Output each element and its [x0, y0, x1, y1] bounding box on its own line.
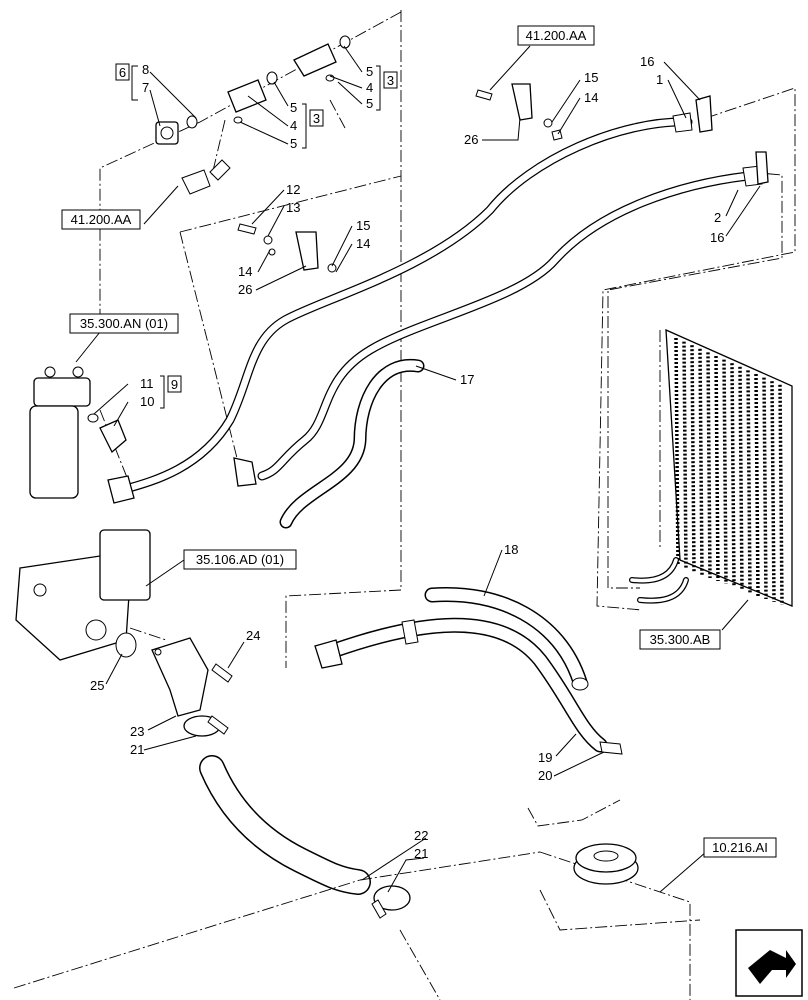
svg-text:10.216.AI: 10.216.AI: [712, 840, 768, 855]
kit-box-3-top: 3: [383, 71, 398, 89]
callout-22: 22: [414, 828, 428, 843]
hose-19: [314, 617, 608, 753]
callout-26b: 26: [238, 282, 252, 297]
cooler-fin: [746, 370, 752, 594]
svg-text:9: 9: [171, 377, 178, 392]
callout-5c: 5: [290, 100, 297, 115]
ref-35300ab[interactable]: 35.300.AB: [639, 629, 721, 650]
callout-7: 7: [142, 80, 149, 95]
hose-18: [424, 586, 589, 691]
svg-text:6: 6: [119, 65, 126, 80]
callout-12: 12: [286, 182, 300, 197]
callout-2: 2: [714, 210, 721, 225]
callout-15b: 15: [356, 218, 370, 233]
callout-13: 13: [286, 200, 300, 215]
cooler-fin: [722, 359, 728, 585]
svg-text:35.300.AN (01): 35.300.AN (01): [80, 316, 168, 331]
fittings-top: [155, 35, 351, 195]
kit-box-6: 6: [115, 63, 130, 81]
callout-21a: 21: [130, 742, 144, 757]
leader-lines: [75, 45, 761, 893]
callout-5a: 5: [366, 64, 373, 79]
callout-14c: 14: [238, 264, 252, 279]
cooler-fin: [730, 363, 736, 588]
callout-10: 10: [140, 394, 154, 409]
callout-21b: 21: [414, 846, 428, 861]
callout-14b: 14: [356, 236, 370, 251]
svg-text:3: 3: [387, 73, 394, 88]
ref-35106ad[interactable]: 35.106.AD (01): [183, 549, 297, 570]
callout-1: 1: [656, 72, 663, 87]
callout-17: 17: [460, 372, 474, 387]
hose-17: [279, 358, 425, 529]
cooler-fin: [682, 341, 688, 570]
cooler-fin: [762, 377, 768, 600]
hydraulic-tank: [13, 843, 701, 1000]
callout-24: 24: [246, 628, 260, 643]
callout-14a: 14: [584, 90, 598, 105]
filter-assembly: [29, 366, 127, 499]
ref-35300an[interactable]: 35.300.AN (01): [69, 313, 179, 334]
hose-22: [199, 755, 371, 895]
kit-box-3-mid: 3: [309, 109, 324, 127]
callout-numbers: 8 7 5 4 5 5 4 5 15 14 26 16 1 2 16 12 13…: [90, 54, 724, 861]
cooler-fin: [706, 352, 712, 579]
cooler-fin: [698, 348, 704, 576]
pump-assembly: [15, 529, 233, 737]
oil-cooler: [629, 328, 793, 607]
clamp-21-lower: [371, 885, 411, 919]
callout-19: 19: [538, 750, 552, 765]
callout-11: 11: [140, 376, 154, 391]
callout-23: 23: [130, 724, 144, 739]
callout-16b: 16: [710, 230, 724, 245]
svg-text:35.300.AB: 35.300.AB: [650, 632, 711, 647]
callout-20: 20: [538, 768, 552, 783]
fitting-16: [695, 95, 769, 185]
ref-10216ai[interactable]: 10.216.AI: [703, 837, 777, 858]
kit-box-9: 9: [167, 375, 182, 393]
clamp-26-mid: [237, 223, 337, 273]
clamp-26-top: [475, 83, 563, 141]
svg-text:35.106.AD (01): 35.106.AD (01): [196, 552, 284, 567]
callout-26a: 26: [464, 132, 478, 147]
callout-4a: 4: [366, 80, 373, 95]
cooler-fin: [738, 366, 744, 591]
fitting-20: [599, 741, 623, 755]
cooler-fin: [690, 345, 696, 573]
dashed-group-lines: [99, 10, 796, 827]
cooler-fin: [714, 355, 720, 582]
ref-41200aa-top[interactable]: 41.200.AA: [517, 25, 595, 46]
callout-8: 8: [142, 62, 149, 77]
next-page-arrow-icon[interactable]: [735, 929, 803, 997]
svg-text:41.200.AA: 41.200.AA: [526, 28, 587, 43]
svg-text:3: 3: [313, 111, 320, 126]
callout-25: 25: [90, 678, 104, 693]
callout-5b: 5: [366, 96, 373, 111]
cooler-fin: [754, 373, 760, 597]
callout-18: 18: [504, 542, 518, 557]
callout-5d: 5: [290, 136, 297, 151]
cooler-fins: [674, 337, 784, 606]
hose-1: [107, 112, 693, 504]
callout-15a: 15: [584, 70, 598, 85]
svg-text:41.200.AA: 41.200.AA: [71, 212, 132, 227]
cooler-fin: [778, 384, 784, 606]
callout-16a: 16: [640, 54, 654, 69]
cooler-fin: [770, 381, 776, 603]
callout-4b: 4: [290, 118, 297, 133]
ref-41200aa-left[interactable]: 41.200.AA: [61, 209, 141, 230]
